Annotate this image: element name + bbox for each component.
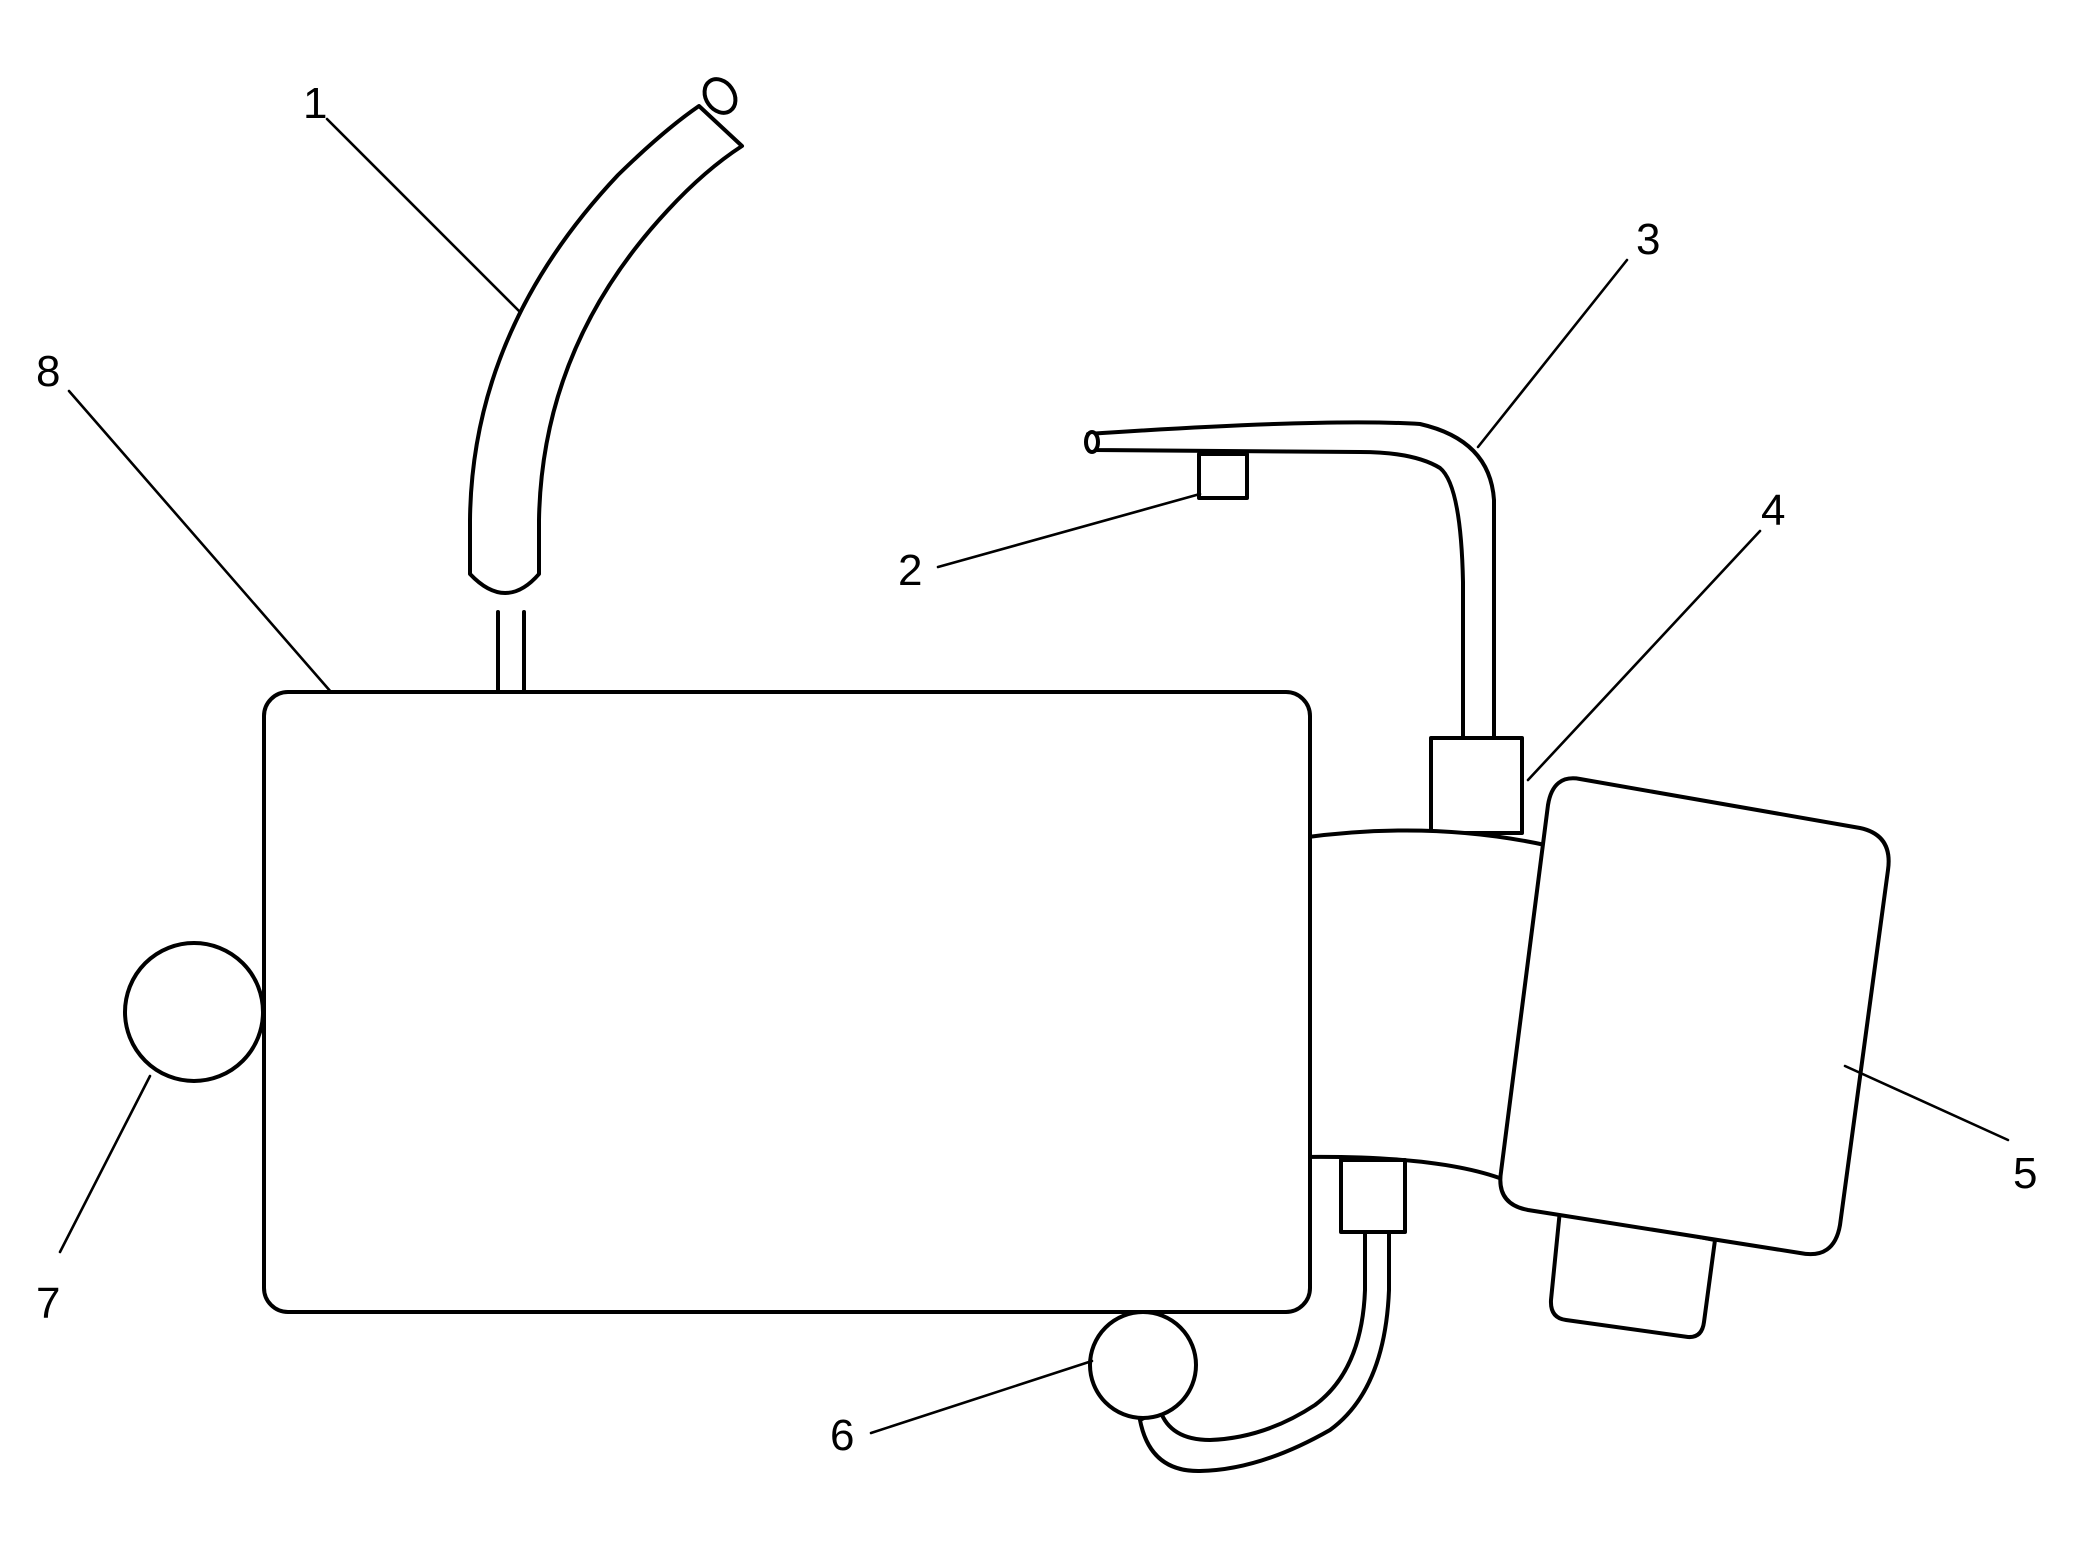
- leader-5: [1843, 1064, 2010, 1142]
- callout-8: 8: [36, 347, 60, 396]
- callout-labels: 1 2 3 4 5 6 7 8: [36, 79, 2037, 1460]
- callout-4: 4: [1761, 486, 1785, 535]
- leader-8: [67, 389, 333, 694]
- bulb-6: [1088, 1310, 1198, 1420]
- leader-6: [869, 1359, 1094, 1435]
- connector-4: [1429, 736, 1524, 835]
- leader-4: [1526, 529, 1762, 782]
- callout-6: 6: [830, 1411, 854, 1460]
- connector-6-fitting: [1339, 1158, 1407, 1234]
- callout-7: 7: [36, 1279, 60, 1328]
- module-5: [1498, 776, 1891, 1257]
- main-body-8: [262, 690, 1312, 1314]
- leader-1: [325, 117, 522, 314]
- leader-7: [58, 1074, 152, 1254]
- leader-3: [1476, 258, 1629, 449]
- cap-7: [123, 941, 265, 1083]
- port-2: [1197, 452, 1249, 500]
- callout-5: 5: [2013, 1149, 2037, 1198]
- hose-6: [1138, 1158, 1407, 1474]
- module-5-tab: [1548, 1208, 1717, 1340]
- callout-3: 3: [1636, 215, 1660, 264]
- leader-lines: [58, 117, 2010, 1435]
- leader-2: [936, 492, 1202, 569]
- hose-1: [468, 77, 744, 695]
- callout-1: 1: [303, 79, 327, 128]
- callout-2: 2: [898, 546, 922, 595]
- tube-3: [1084, 420, 1496, 742]
